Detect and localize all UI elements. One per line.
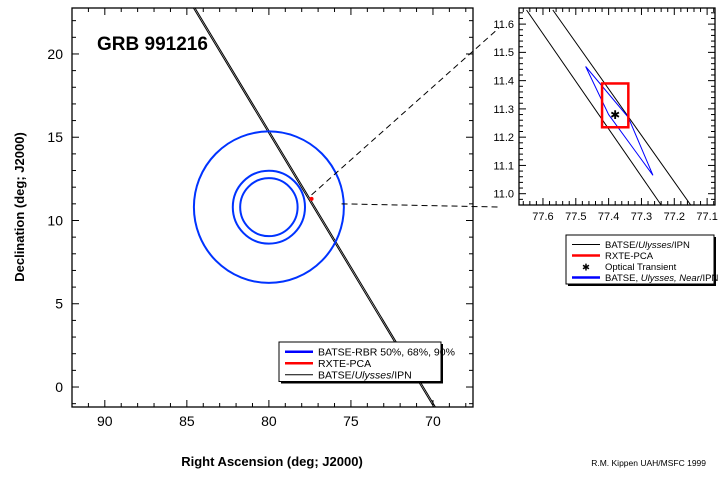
y-tick-label: 20 xyxy=(47,46,63,62)
rxte-point xyxy=(309,196,314,201)
legend-label: BATSE/Ulysses/IPN xyxy=(605,240,690,251)
zoom-connector-line xyxy=(311,27,500,196)
x-tick-label: 77.3 xyxy=(631,211,652,223)
plot-area xyxy=(526,9,692,205)
y-tick-label: 5 xyxy=(55,296,63,312)
y-tick-label: 11.6 xyxy=(493,19,514,31)
y-tick-label: 11.0 xyxy=(493,189,514,201)
y-tick-label: 11.4 xyxy=(493,75,514,87)
x-tick-label: 80 xyxy=(261,413,277,429)
y-tick-label: 11.5 xyxy=(493,47,514,59)
x-tick-label: 77.4 xyxy=(598,211,619,223)
x-axis-label: Right Ascension (deg; J2000) xyxy=(181,454,363,469)
ipn-annulus-line xyxy=(192,8,435,407)
x-tick-label: 70 xyxy=(425,413,441,429)
x-tick-label: 77.1 xyxy=(696,211,717,223)
legend-label: Optical Transient xyxy=(605,262,677,273)
credit-text: R.M. Kippen UAH/MSFC 1999 xyxy=(591,458,706,468)
x-tick-label: 77.2 xyxy=(664,211,685,223)
optical-transient-marker: ✱ xyxy=(610,108,620,122)
batse-error-circle xyxy=(192,130,345,284)
y-tick-label: 11.3 xyxy=(493,104,514,116)
y-tick-label: 0 xyxy=(55,379,63,395)
zoom-connector-line xyxy=(341,203,500,208)
plot-area xyxy=(192,8,436,407)
x-tick-label: 90 xyxy=(97,413,113,429)
ipn-annulus-line xyxy=(526,9,662,205)
inset-legend xyxy=(565,234,715,285)
y-axis-label: Declination (deg; J2000) xyxy=(12,132,27,282)
plot-frame xyxy=(518,7,716,206)
x-tick-label: 77.5 xyxy=(565,211,586,223)
batse-error-circle xyxy=(239,177,299,238)
legend-label: RXTE-PCA xyxy=(605,251,654,262)
y-tick-label: 15 xyxy=(47,129,63,145)
x-tick-label: 85 xyxy=(179,413,195,429)
rxte-error-box xyxy=(600,82,630,129)
y-tick-label: 11.2 xyxy=(493,132,514,144)
y-tick-label: 10 xyxy=(47,212,63,228)
batse-error-circle xyxy=(231,169,306,245)
ipn-annulus-line xyxy=(552,9,692,205)
chart-title: GRB 991216 xyxy=(97,34,208,55)
plot-frame xyxy=(71,7,474,408)
y-tick-label: 11.1 xyxy=(493,160,514,172)
legend-label: RXTE-PCA xyxy=(318,358,371,370)
x-tick-label: 75 xyxy=(343,413,359,429)
legend-label: BATSE-RBR 50%, 68%, 90% xyxy=(318,346,455,358)
legend-label: BATSE, Ulysses, Near/IPN xyxy=(605,273,718,284)
x-tick-label: 77.6 xyxy=(532,211,553,223)
legend-marker: ✱ xyxy=(582,263,590,274)
ipn-annulus-line xyxy=(194,8,436,407)
legend-label: BATSE/Ulysses/IPN xyxy=(318,369,412,381)
